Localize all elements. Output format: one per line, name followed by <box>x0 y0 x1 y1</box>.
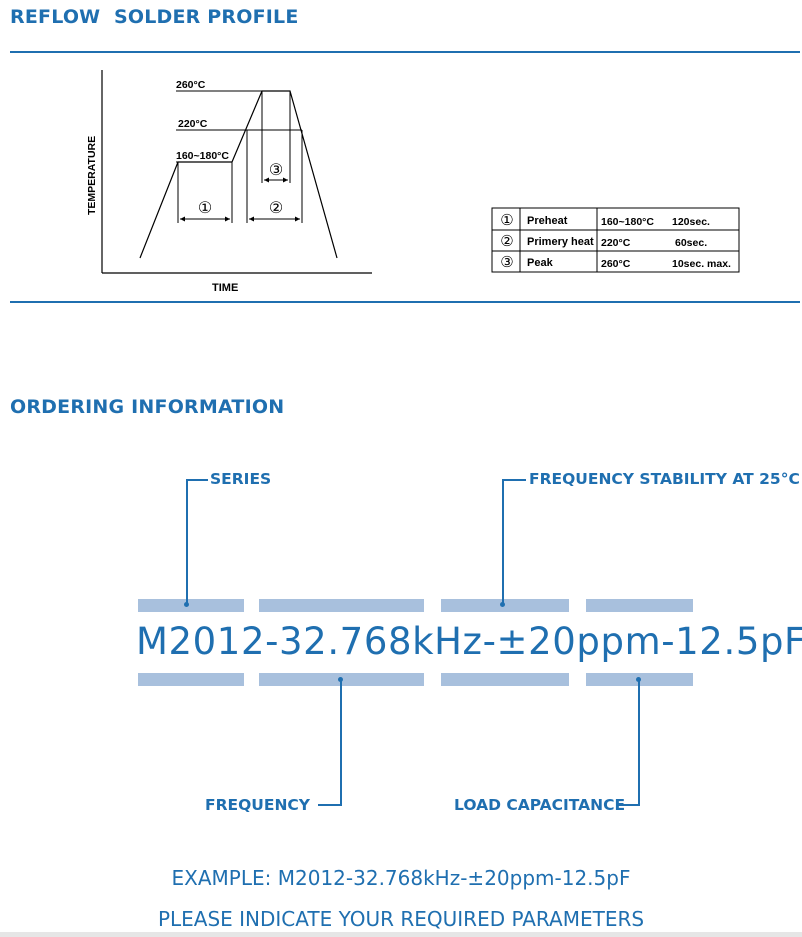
reflow-profile-graph: TEMPERATURE TIME 260°C 220°C 160~180°C ①… <box>86 70 740 294</box>
bar-series-bottom <box>138 673 244 686</box>
y-axis-label: TEMPERATURE <box>86 136 98 215</box>
frequency-label: FREQUENCY <box>205 796 311 814</box>
reflow-top-rule <box>10 51 800 53</box>
stability-callout-h <box>502 479 526 481</box>
reflow-section-title: REFLOW SOLDER PROFILE <box>10 6 299 28</box>
load-callout-v <box>638 679 640 805</box>
stability-callout-v <box>502 479 504 605</box>
table-row-1-marker: ① <box>500 212 513 229</box>
table-row-2-temp: 220°C <box>601 237 631 249</box>
profile-curve <box>139 90 338 259</box>
table-row-1-time: 120sec. <box>672 216 710 228</box>
level-label-220: 220°C <box>178 118 208 130</box>
stability-label: FREQUENCY STABILITY AT 25°C <box>529 470 800 488</box>
x-axis-label: TIME <box>212 282 238 294</box>
marker-3: ③ <box>269 162 283 179</box>
table-row-3-stage: Peak <box>527 257 554 269</box>
load-capacitance-label: LOAD CAPACITANCE <box>454 796 626 814</box>
table-row-2-marker: ② <box>500 233 513 250</box>
marker-1: ① <box>198 200 212 217</box>
bar-load-top <box>586 599 693 612</box>
frequency-callout-v <box>340 679 342 805</box>
series-callout-v <box>186 479 188 605</box>
ordering-section-title: ORDERING INFORMATION <box>10 396 285 418</box>
required-parameters-note: PLEASE INDICATE YOUR REQUIRED PARAMETERS <box>157 907 645 931</box>
bottom-strip <box>0 932 802 937</box>
bar-frequency-top <box>259 599 424 612</box>
series-label: SERIES <box>210 470 272 488</box>
table-row-3-time: 10sec. max. <box>672 258 731 270</box>
table-row-3-marker: ③ <box>500 254 513 271</box>
reflow-table: ① Preheat 160~180°C 120sec. ② Primery he… <box>491 207 740 273</box>
table-row-3-temp: 260°C <box>601 258 631 270</box>
bar-stability-top <box>441 599 569 612</box>
stability-callout-dot <box>500 602 505 607</box>
example-text: EXAMPLE: M2012-32.768kHz-±20ppm-12.5pF <box>171 866 631 890</box>
table-row-1-stage: Preheat <box>527 215 568 227</box>
table-row-2-time: 60sec. <box>675 237 707 249</box>
marker-2: ② <box>269 200 283 217</box>
level-label-160: 160~180°C <box>176 150 229 162</box>
series-callout-dot <box>184 602 189 607</box>
table-row-1-temp: 160~180°C <box>601 216 654 228</box>
reflow-bottom-rule <box>10 301 800 303</box>
frequency-callout-h <box>318 804 342 806</box>
load-callout-h <box>618 804 640 806</box>
bar-stability-bottom <box>441 673 569 686</box>
level-label-260: 260°C <box>176 79 206 91</box>
bar-series-top <box>138 599 244 612</box>
series-callout-h <box>186 479 208 481</box>
table-row-2-stage: Primery heat <box>527 236 594 248</box>
part-number: M2012-32.768kHz-±20ppm-12.5pF <box>136 620 802 663</box>
